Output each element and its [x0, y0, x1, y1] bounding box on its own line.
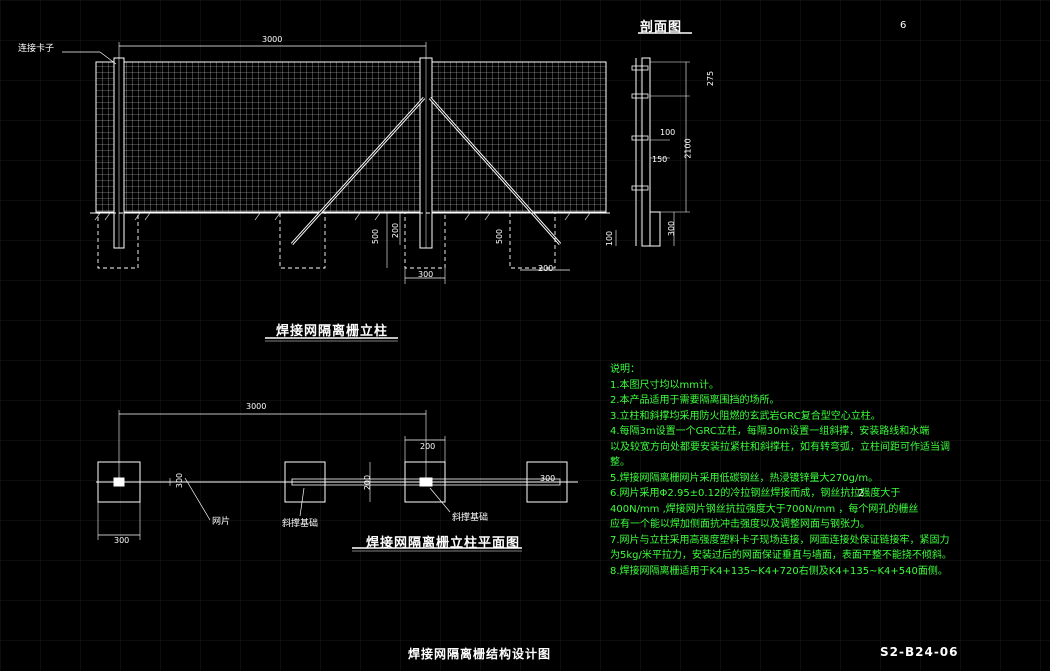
ground-hatch: [94, 212, 591, 221]
note-line: 5.焊接网隔离栅网片采用低碳钢丝，热浸镀锌量大270g/m。: [610, 472, 879, 484]
plan-view: [96, 410, 578, 540]
connector-clip-label: 连接卡子: [18, 44, 55, 54]
section-post: [641, 57, 651, 247]
design-notes: 说明： 1.本图尺寸均以mm计。 2.本产品适用于需要隔离围挡的场所。 3.立柱…: [610, 362, 1040, 579]
dim-plan-300-base: 300: [114, 536, 130, 545]
small-mark: 2: [858, 488, 865, 499]
note-line: 400N/mm ,焊接网片钢丝抗拉强度大于700N/mm ，每个网孔的栅丝: [610, 503, 919, 515]
brace-foundation-label-left: 斜撑基础: [282, 519, 319, 529]
note-line: 以及较宽方向处都要安装拉紧柱和斜撑柱，如有转弯弧，立柱间距可作适当调: [610, 441, 950, 453]
note-line: 3.立柱和斜撑均采用防火阻燃的玄武岩GRC复合型空心立柱。: [610, 410, 881, 422]
dim-span-plan: 3000: [246, 402, 267, 411]
plan-post-center: [419, 477, 433, 487]
dim-200-b: 200: [538, 264, 554, 273]
mesh-panel: [95, 61, 607, 213]
note-line: 8.焊接网隔离栅适用于K4+135~K4+720右侧及K4+135~K4+540…: [610, 565, 948, 577]
elevation-title: 焊接网隔离栅立柱: [276, 324, 389, 339]
dim-plan-300-right: 300: [540, 474, 556, 483]
note-line: 7.网片与立柱采用高强度塑料卡子现场连接，网面连接处保证链接牢，紧固力: [610, 534, 950, 546]
note-line: 4.每隔3m设置一个GRC立柱，每隔30m设置一组斜撑，安装路线和水端: [610, 426, 930, 437]
notes-heading: 说明：: [610, 364, 640, 375]
dim-500-a: 500: [371, 228, 381, 245]
note-line: 1.本图尺寸均以mm计。: [610, 379, 720, 391]
dim-section-100: 100: [660, 128, 676, 137]
plan-title: 焊接网隔离栅立柱平面图: [366, 536, 521, 551]
drawing-number: S2-B24-06: [880, 645, 959, 659]
plan-post-left: [113, 477, 125, 487]
dim-plan-200-side: 200: [363, 474, 373, 491]
section-view: [615, 57, 690, 247]
dim-500-b: 500: [495, 228, 505, 245]
dim-150: 150: [652, 155, 668, 164]
dim-plan-300-side: 300: [175, 472, 185, 489]
foundations: [97, 212, 556, 269]
brace-foundation-label-right: 斜撑基础: [452, 513, 489, 523]
plan-footing-center: [404, 461, 446, 503]
plan-brace-footing-right: [526, 461, 568, 503]
plan-brace-left: [291, 478, 421, 486]
note-line: 应有一个能以焊加侧面抗冲击强度以及调整网面与钢张力。: [610, 519, 870, 530]
note-line: 6.网片采用Φ2.95±0.12的冷拉钢丝焊接而成，钢丝抗拉强度大于: [610, 488, 901, 499]
dim-200-a: 200: [391, 222, 401, 239]
note-line: 整。: [610, 457, 630, 468]
plan-brace-footing-left: [284, 461, 326, 503]
title-underlines: [265, 32, 692, 552]
dim-300-a: 300: [418, 270, 434, 279]
section-title: 剖面图: [640, 20, 683, 35]
note-line: 2.本产品适用于需要隔离围挡的场所。: [610, 395, 780, 406]
dim-plan-200: 200: [420, 442, 436, 451]
dim-275: 275: [706, 70, 716, 87]
dim-2100: 2100: [683, 138, 693, 159]
brace-right: [428, 97, 562, 245]
brace-left: [290, 96, 426, 246]
mesh-panel-label: 网片: [212, 517, 231, 527]
dim-span-top: 3000: [262, 35, 283, 44]
drawing-title: 焊接网隔离栅结构设计图: [408, 647, 552, 661]
dim-100: 100: [605, 230, 615, 247]
note-line: 为5kg/米平拉力，安装过后的网面保证垂直与墙面，表面平整不能挠不倾斜。: [610, 550, 952, 561]
page-mark: 6: [900, 20, 907, 31]
elevation-view: [62, 42, 610, 284]
plan-brace-right: [431, 478, 561, 486]
dim-section-300: 300: [667, 220, 677, 237]
